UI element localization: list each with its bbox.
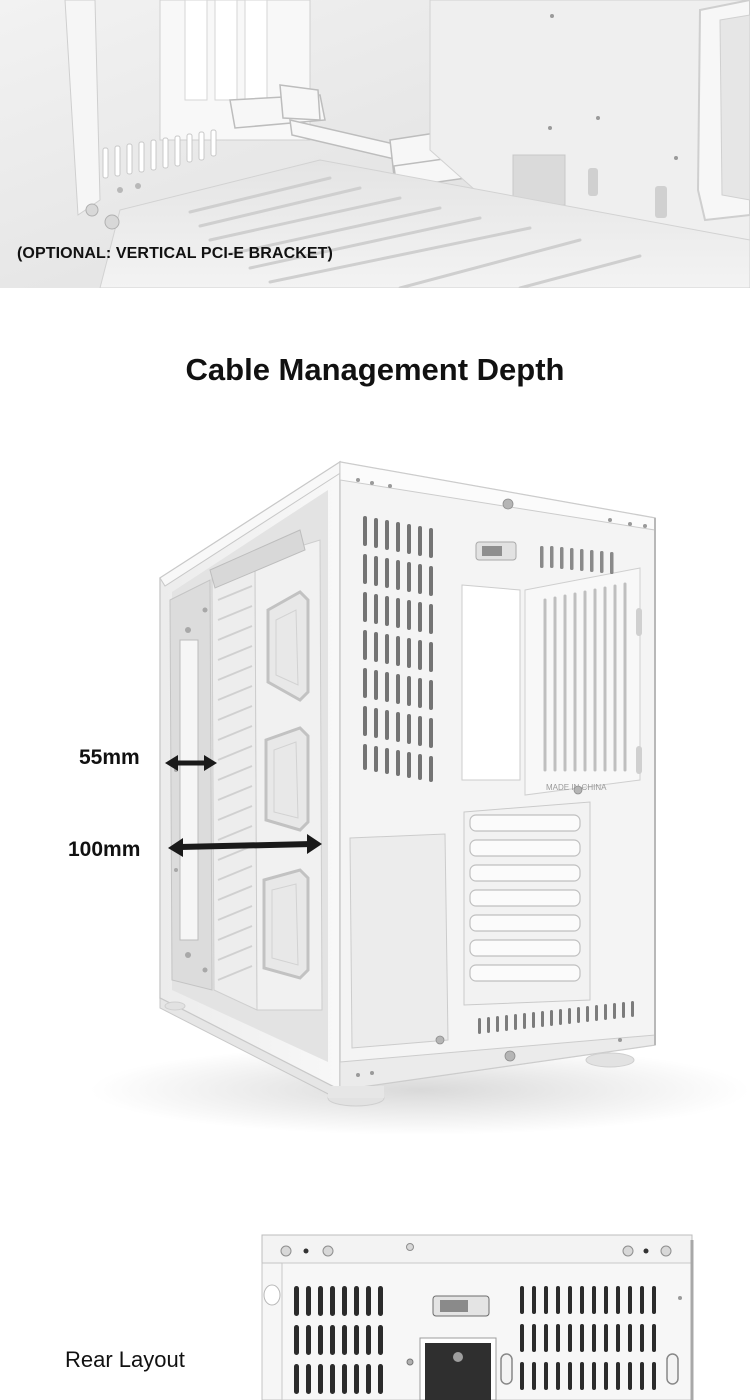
depth-55mm-label: 55mm [79, 746, 140, 769]
section-title: Cable Management Depth [185, 352, 565, 387]
rear-layout-section: Rear Layout [0, 1140, 750, 1400]
cable-management-render: MADE IN CHINA [0, 450, 750, 1140]
case-interior-illustration [0, 0, 750, 288]
pc-case-illustration: MADE IN CHINA [90, 460, 750, 1135]
depth-100mm-label: 100mm [68, 838, 141, 861]
rear-layout-label: Rear Layout [65, 1347, 185, 1372]
vertical-pcie-bracket-photo: (OPTIONAL: VERTICAL PCI-E BRACKET) [0, 0, 750, 288]
depth-arrows [165, 755, 322, 857]
bracket-caption: (OPTIONAL: VERTICAL PCI-E BRACKET) [17, 245, 333, 262]
rear-panel-illustration [261, 1234, 694, 1400]
